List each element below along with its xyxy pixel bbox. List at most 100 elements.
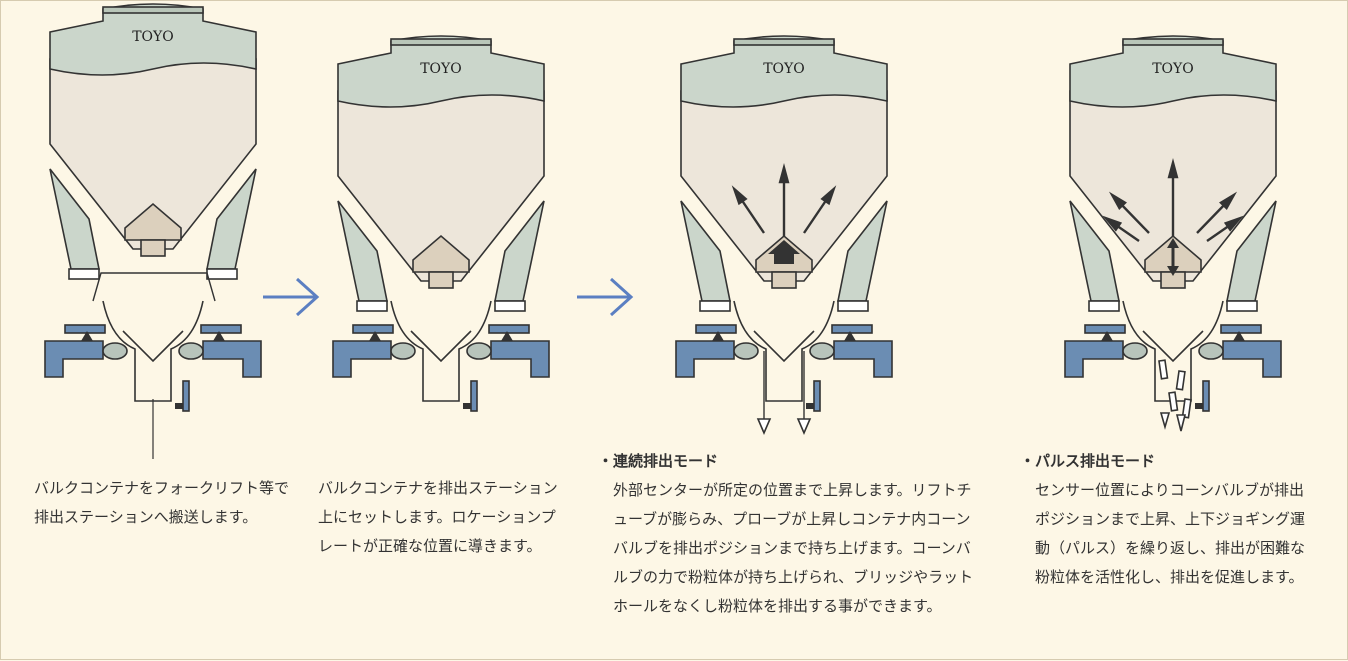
support-wedge-right xyxy=(1233,331,1245,341)
step-1-caption: バルクコンテナをフォークリフト等で排出ステーションへ搬送します。 xyxy=(34,474,296,532)
station-plate-left xyxy=(44,340,104,378)
valve-stem xyxy=(140,239,166,257)
transition-arrow-1 xyxy=(263,277,320,317)
toyo-label: TOYO xyxy=(763,61,805,77)
location-plate-right xyxy=(488,324,530,334)
toyo-label: TOYO xyxy=(420,61,462,77)
location-plate-right xyxy=(831,324,873,334)
material-chunk-2 xyxy=(1175,370,1186,391)
station-plate-right xyxy=(490,340,550,378)
foot-right xyxy=(1226,300,1258,312)
flow-arrow-up-head xyxy=(778,163,790,184)
support-wedge-left xyxy=(1101,331,1113,341)
support-wedge-left xyxy=(369,331,381,341)
support-wedge-right xyxy=(844,331,856,341)
inflatable-seal-left xyxy=(390,342,416,360)
inflatable-seal-right xyxy=(1198,342,1224,360)
inflatable-seal-right xyxy=(466,342,492,360)
foot-left xyxy=(1088,300,1120,312)
support-wedge-right xyxy=(213,331,225,341)
foot-right xyxy=(206,268,238,280)
station-plate-right xyxy=(1222,340,1282,378)
station-plate-left xyxy=(675,340,735,378)
foot-left xyxy=(356,300,388,312)
toyo-label: TOYO xyxy=(132,29,174,45)
sensor-tip xyxy=(806,403,814,409)
sensor-bracket xyxy=(1202,380,1210,412)
lid-rim xyxy=(733,38,835,46)
foot-left xyxy=(699,300,731,312)
hopper-top xyxy=(337,35,545,108)
material-chunk-1 xyxy=(1158,359,1169,380)
probe-frame xyxy=(1142,330,1204,363)
valve-lift-arrow xyxy=(768,240,800,264)
flow-arrow-upleft-head xyxy=(731,185,748,206)
location-plate-right xyxy=(1220,324,1262,334)
valve-stem xyxy=(771,271,797,289)
step-3-caption: ・連続排出モード 外部センターが所定の位置まで上昇します。リフトチューブが膨らみ… xyxy=(598,447,985,621)
lid-rim xyxy=(1122,38,1224,46)
unit-3: TOYO xyxy=(675,35,893,436)
flow-arrow-upleft-shaft xyxy=(738,195,765,234)
flow-arrow-upright-head xyxy=(820,185,837,206)
support-wedge-right xyxy=(501,331,513,341)
hopper-top xyxy=(49,3,257,76)
foot-right xyxy=(494,300,526,312)
valve-stem xyxy=(428,271,454,289)
lid-rim xyxy=(102,6,204,14)
step-4-heading: ・パルス排出モード xyxy=(1020,452,1156,470)
unit-1: TOYO xyxy=(44,3,262,459)
pulse-arrow-upleft-shaft xyxy=(1117,200,1150,234)
pulse-arrow-upright-shaft xyxy=(1196,200,1229,234)
step-2-caption: バルクコンテナを排出ステーション上にセットします。ロケーションプレートが正確な位… xyxy=(318,474,568,561)
transition-arrow-2 xyxy=(577,277,634,317)
pulse-arrow-upright-head xyxy=(1219,191,1238,211)
inflatable-seal-left xyxy=(1122,342,1148,360)
jog-arrow-down xyxy=(1167,266,1179,276)
inflatable-seal-right xyxy=(178,342,204,360)
location-plate-left xyxy=(695,324,737,334)
probe-frame xyxy=(410,330,472,363)
support-wedge-left xyxy=(712,331,724,341)
discharge-arrow-right xyxy=(796,418,812,436)
pulse-arrow-right-head xyxy=(1223,215,1244,232)
sensor-tip xyxy=(175,403,183,409)
support-wedge-left xyxy=(81,331,93,341)
sensor-bracket xyxy=(470,380,478,412)
hopper-top xyxy=(680,35,888,108)
pulse-discharge-arrow-left xyxy=(1159,412,1171,430)
pulse-discharge-arrow-right xyxy=(1175,414,1187,432)
location-plate-left xyxy=(352,324,394,334)
unit-2: TOYO xyxy=(332,35,550,412)
step-2-text: バルクコンテナを排出ステーション上にセットします。ロケーションプレートが正確な位… xyxy=(318,479,558,555)
toyo-label: TOYO xyxy=(1152,61,1194,77)
forklift-frame xyxy=(92,272,216,302)
probe-frame xyxy=(753,330,815,363)
transition-arrow-2-head xyxy=(609,277,634,317)
pulse-arrow-upleft-head xyxy=(1108,191,1127,211)
inflatable-seal-right xyxy=(809,342,835,360)
pulse-arrow-left-head xyxy=(1102,215,1123,232)
step-4-caption: ・パルス排出モード センサー位置によりコーンバルブが排出ポジションまで上昇、上下… xyxy=(1020,447,1313,592)
sensor-bracket xyxy=(813,380,821,412)
transition-arrow-1-head xyxy=(295,277,320,317)
step-3-text: 外部センターが所定の位置まで上昇します。リフトチューブが膨らみ、プローブが上昇し… xyxy=(613,481,974,615)
step-3-heading: ・連続排出モード xyxy=(598,452,719,470)
cone-valve xyxy=(412,234,470,273)
flow-arrow-upright-shaft xyxy=(803,195,830,234)
cone-valve xyxy=(124,202,182,241)
station-plate-left xyxy=(1064,340,1124,378)
station-plate-right xyxy=(202,340,262,378)
foot-right xyxy=(837,300,869,312)
sensor-tip xyxy=(463,403,471,409)
probe-frame xyxy=(122,330,184,363)
material-chunk-3 xyxy=(1168,391,1179,412)
lift-tube xyxy=(733,300,835,402)
step-1-text: バルクコンテナをフォークリフト等で排出ステーションへ搬送します。 xyxy=(34,479,290,526)
location-plate-right xyxy=(200,324,242,334)
lift-tube xyxy=(390,300,492,402)
material-chunk-4 xyxy=(1181,398,1192,419)
location-plate-left xyxy=(64,324,106,334)
